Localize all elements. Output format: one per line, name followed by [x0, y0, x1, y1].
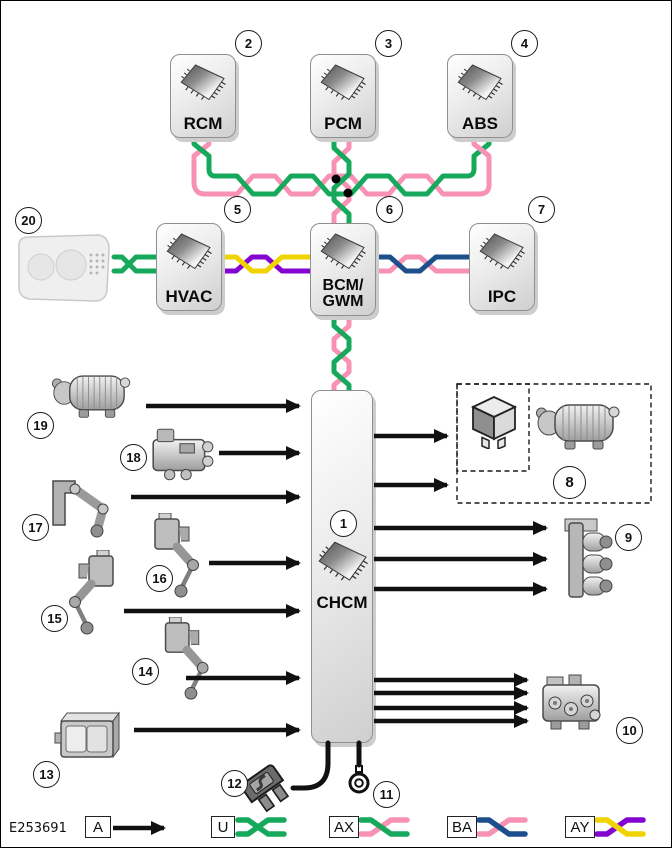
module-hvac: HVAC: [156, 223, 222, 311]
legend-code-ay: AY: [565, 816, 595, 838]
figure-id: E253691: [9, 821, 67, 836]
module-rcm-label: RCM: [183, 114, 223, 133]
callout-18: 18: [120, 444, 147, 471]
callout-7: 7: [528, 196, 555, 223]
legend-code-arrow: A: [85, 816, 111, 838]
callout-11: 11: [373, 781, 400, 808]
ring-terminal-icon: [348, 765, 370, 794]
callout-2: 2: [235, 30, 262, 57]
callout-15: 15: [41, 605, 68, 632]
solenoid-valve-block-illustration: [564, 518, 613, 598]
height-sensor-illustration: [159, 617, 217, 703]
callout-6: 6: [376, 196, 403, 223]
module-pcm: PCM: [310, 54, 376, 138]
legend-code-u: U: [211, 816, 235, 838]
callout-16: 16: [146, 565, 173, 592]
module-ipc: IPC: [469, 223, 535, 311]
module-chcm: CHCM: [311, 390, 373, 743]
valve-block-illustration: [152, 428, 214, 481]
callout-8: 8: [553, 466, 586, 499]
bcm-label-line1: BCM/: [322, 277, 364, 294]
callout-12: 12: [221, 770, 248, 797]
microchip-icon: [320, 233, 367, 270]
module-abs-label: ABS: [462, 114, 498, 133]
module-bcm-gwm-label: BCM/ GWM: [323, 278, 364, 310]
relay-icon: [472, 396, 516, 449]
callout-3: 3: [375, 30, 402, 57]
callout-5: 5: [224, 196, 251, 223]
microchip-icon: [479, 233, 526, 270]
legend-code-ba: BA: [447, 816, 478, 838]
height-sensor-illustration: [61, 549, 119, 639]
module-rcm: RCM: [170, 54, 236, 138]
callout-19: 19: [27, 412, 54, 439]
ride-height-switch-illustration: [54, 712, 120, 758]
callout-20: 20: [15, 207, 42, 234]
legend-code-ax: AX: [329, 816, 360, 838]
module-chcm-label: CHCM: [316, 593, 368, 612]
callout-1: 1: [330, 510, 357, 537]
callout-17: 17: [22, 514, 49, 541]
callout-14: 14: [132, 658, 159, 685]
callout-9: 9: [615, 524, 642, 551]
microchip-icon: [457, 64, 504, 101]
air-compressor-illustration: [535, 404, 620, 450]
module-hvac-label: HVAC: [165, 287, 213, 306]
bcm-label-line2: GWM: [322, 293, 364, 310]
valve-manifold-illustration: [542, 674, 601, 730]
callout-4: 4: [511, 30, 538, 57]
microchip-icon: [180, 64, 227, 101]
microchip-icon: [318, 541, 369, 581]
microchip-icon: [166, 233, 213, 270]
air-compressor-illustration: [51, 375, 131, 419]
hvac-housing-illustration: [18, 234, 110, 302]
module-ipc-label: IPC: [487, 287, 517, 306]
module-pcm-label: PCM: [324, 114, 362, 133]
callout-10: 10: [616, 717, 643, 744]
microchip-icon: [320, 64, 367, 101]
sensor-bracket-illustration: [45, 469, 121, 539]
module-abs: ABS: [447, 54, 513, 138]
callout-13: 13: [33, 761, 60, 788]
module-bcm-gwm: BCM/ GWM: [310, 223, 376, 316]
